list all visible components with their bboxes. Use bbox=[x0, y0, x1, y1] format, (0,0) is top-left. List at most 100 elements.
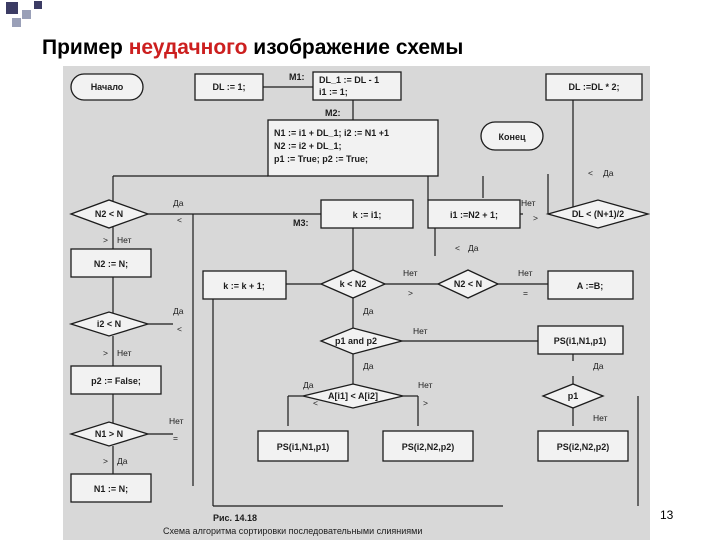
node-k-i1 bbox=[320, 199, 414, 229]
label-m2: М2: bbox=[325, 108, 341, 118]
node-decision-n2-le-n bbox=[69, 199, 150, 229]
node-ps-right-text: PS(i2,N2,p2) bbox=[557, 442, 610, 452]
slide-title: Пример неудачного изображение схемы bbox=[42, 36, 463, 60]
edge-yes-dl: Да bbox=[603, 168, 614, 178]
node-p2-false bbox=[70, 365, 162, 395]
edge-gt-i2n: > bbox=[103, 348, 108, 358]
node-decision-dl bbox=[545, 199, 650, 229]
node-ps-left-text: PS(i1,N1,p1) bbox=[277, 442, 330, 452]
node-decision-i2-n bbox=[68, 311, 151, 337]
node-decision-p1 bbox=[541, 383, 605, 409]
decor-square-3 bbox=[12, 18, 21, 27]
edge-no-n2ltn: Нет bbox=[518, 268, 533, 278]
node-decision-k-n2 bbox=[319, 269, 387, 299]
node-n1-n bbox=[70, 473, 152, 503]
node-k-i1-text: k := i1; bbox=[353, 210, 382, 220]
node-ps-mid bbox=[382, 430, 474, 462]
edge-yes-i1: Да bbox=[468, 243, 479, 253]
node-decision-n2-lt-n bbox=[436, 269, 500, 299]
node-init-line2: N2 := i2 + DL_1; bbox=[274, 141, 342, 151]
node-decision-p1p2-text: p1 and p2 bbox=[335, 336, 377, 346]
flowchart-blocks: Начало DL := 1; М1: DL_1 := DL - 1 i1 :=… bbox=[68, 71, 650, 503]
node-decision-ai1-ai2 bbox=[302, 383, 404, 409]
edge-no-p1: Нет bbox=[593, 413, 608, 423]
flowchart-scan: Начало DL := 1; М1: DL_1 := DL - 1 i1 :=… bbox=[63, 66, 650, 540]
node-init bbox=[267, 119, 439, 177]
figure-caption-text: Схема алгоритма сортировки последователь… bbox=[163, 526, 422, 536]
edge-no-n1n: Нет bbox=[169, 416, 184, 426]
node-dl-init-text: DL := 1; bbox=[212, 82, 245, 92]
edge-lt-i2n: < bbox=[177, 324, 182, 334]
node-decision-n1-n bbox=[68, 421, 151, 447]
decor-square-2 bbox=[22, 10, 31, 19]
node-ps-i1-top-text: PS(i1,N1,p1) bbox=[554, 336, 607, 346]
node-end-text: Конец bbox=[499, 132, 526, 142]
edge-lt-ai: < bbox=[313, 398, 318, 408]
node-m1 bbox=[312, 71, 402, 101]
node-decision-n1-n-text: N1 > N bbox=[95, 429, 123, 439]
node-dl-init bbox=[194, 73, 264, 101]
node-dl-double-text: DL :=DL * 2; bbox=[569, 82, 620, 92]
title-part-1: Пример bbox=[42, 36, 129, 59]
node-ps-i1-top bbox=[537, 325, 624, 355]
label-m3: М3: bbox=[293, 218, 309, 228]
title-part-2: изображение схемы bbox=[247, 36, 464, 59]
node-ps-left bbox=[257, 430, 349, 462]
node-start-text: Начало bbox=[91, 82, 124, 92]
node-end bbox=[480, 121, 544, 151]
edge-gt-n1n: > bbox=[103, 456, 108, 466]
node-m1-line2: i1 := 1; bbox=[319, 87, 348, 97]
node-decision-ai1-ai2-text: A[i1] < A[i2] bbox=[328, 391, 378, 401]
node-init-line1: N1 := i1 + DL_1; i2 := N1 +1 bbox=[274, 128, 389, 138]
edge-no-ai: Нет bbox=[418, 380, 433, 390]
node-ps-right bbox=[537, 430, 629, 462]
edge-gt-n2n: > bbox=[103, 235, 108, 245]
decor-square-4 bbox=[34, 1, 42, 9]
edge-no-dl: Нет bbox=[521, 198, 536, 208]
node-decision-dl-text: DL < (N+1)/2 bbox=[572, 209, 624, 219]
title-highlight: неудачного bbox=[128, 36, 248, 59]
edge-yes-p1p2: Да bbox=[363, 361, 374, 371]
node-decision-p1p2 bbox=[319, 327, 405, 355]
edge-yes-ai: Да bbox=[303, 380, 314, 390]
node-n2-n-text: N2 := N; bbox=[94, 259, 128, 269]
edge-yes-p1: Да bbox=[593, 361, 604, 371]
node-n1-n-text: N1 := N; bbox=[94, 484, 128, 494]
node-decision-p1-text: p1 bbox=[568, 391, 579, 401]
node-i1-set-text: i1 :=N2 + 1; bbox=[450, 210, 498, 220]
node-k-inc-text: k := k + 1; bbox=[223, 281, 265, 291]
edge-no-n2n: Нет bbox=[117, 235, 132, 245]
edge-ge-dl: > bbox=[533, 213, 538, 223]
node-decision-n2-lt-n-text: N2 < N bbox=[454, 279, 482, 289]
edge-lt-i1: < bbox=[455, 243, 460, 253]
node-dl-double bbox=[545, 73, 643, 101]
edge-yes-n1n: Да bbox=[117, 456, 128, 466]
edge-lt-dl: < bbox=[588, 168, 593, 178]
node-a-b bbox=[547, 270, 634, 300]
node-p2-false-text: p2 := False; bbox=[91, 376, 141, 386]
label-m1: М1: bbox=[289, 72, 305, 82]
node-n2-n bbox=[70, 248, 152, 278]
node-decision-k-n2-text: k < N2 bbox=[340, 279, 367, 289]
edge-yes-kn2: Да bbox=[363, 306, 374, 316]
edge-yes-i2n: Да bbox=[173, 306, 184, 316]
edge-no-i2n: Нет bbox=[117, 348, 132, 358]
edge-gt-kn2: > bbox=[408, 288, 413, 298]
node-decision-n2-le-n-text: N2 < N bbox=[95, 209, 123, 219]
node-k-inc bbox=[202, 270, 287, 300]
edge-le-n2n: < bbox=[177, 215, 182, 225]
edge-eq-n2ltn: = bbox=[523, 288, 528, 298]
figure-caption-number: Рис. 14.18 bbox=[213, 513, 257, 523]
edge-eq-n1n: = bbox=[173, 433, 178, 443]
edge-labels: Да < Нет > Да < > Нет < Да Нет > Нет = Д… bbox=[103, 168, 614, 466]
edge-no-kn2: Нет bbox=[403, 268, 418, 278]
node-start bbox=[70, 73, 144, 101]
node-i1-set bbox=[427, 199, 521, 229]
node-m1-line1: DL_1 := DL - 1 bbox=[319, 75, 379, 85]
node-init-line3: p1 := True; p2 := True; bbox=[274, 154, 368, 164]
decor-square-1 bbox=[6, 2, 18, 14]
node-ps-mid-text: PS(i2,N2,p2) bbox=[402, 442, 455, 452]
edge-ge-ai: > bbox=[423, 398, 428, 408]
node-a-b-text: A :=B; bbox=[577, 281, 603, 291]
node-decision-i2-n-text: i2 < N bbox=[97, 319, 121, 329]
